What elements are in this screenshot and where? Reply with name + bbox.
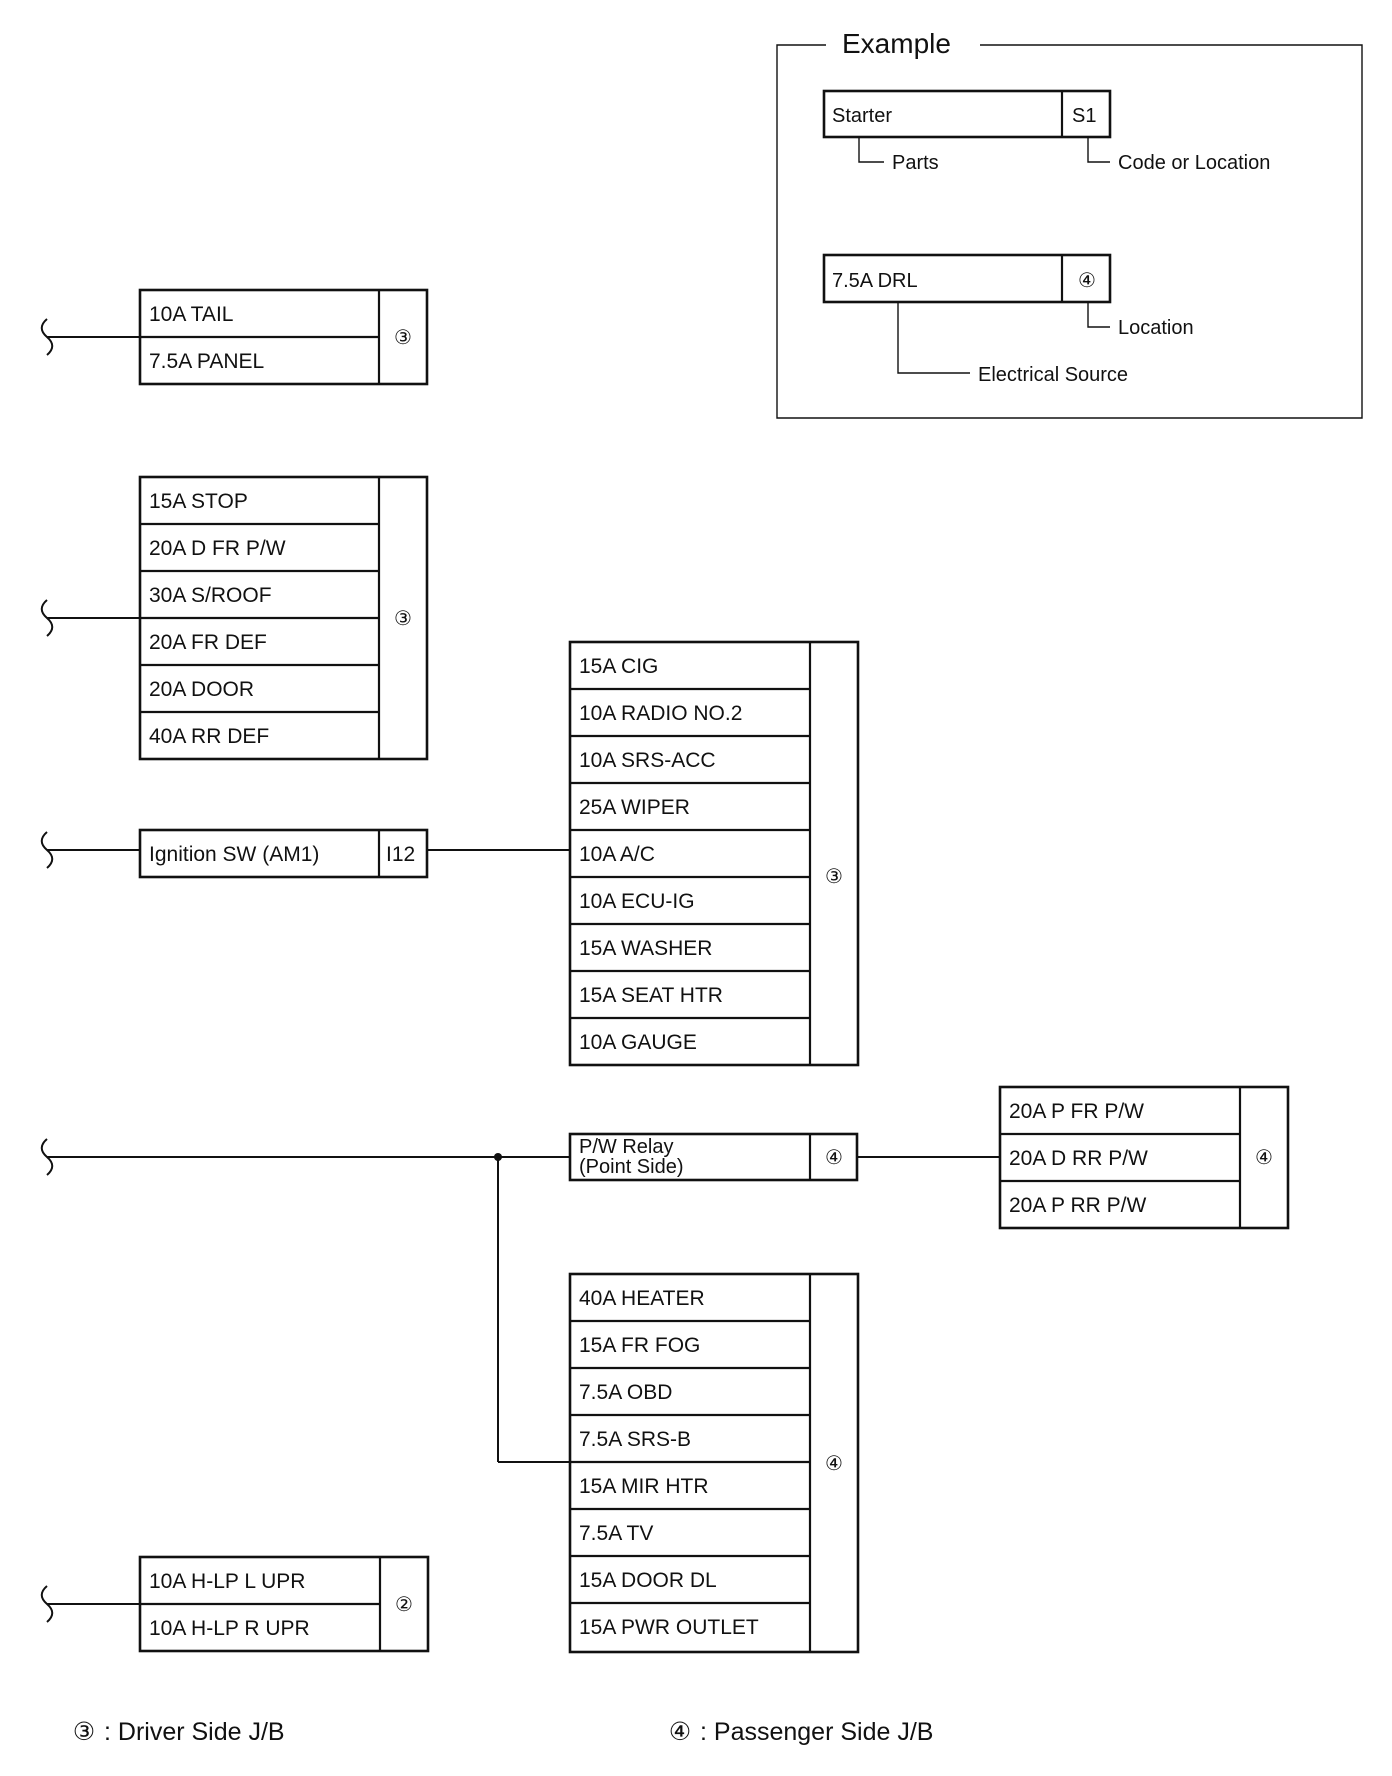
fuse-label: 10A ECU-IG [579,890,695,913]
example-source-caption: Electrical Source [978,364,1128,386]
fuse-label: 10A A/C [579,843,655,866]
fuse-label: 7.5A PANEL [149,350,264,373]
fuse-label: 15A STOP [149,490,248,513]
legend: ③ : Driver Side J/B ④ : Passenger Side J… [73,1718,934,1746]
fuse-group-pw: 20A P FR P/W 20A D RR P/W 20A P RR P/W ④ [998,1085,1290,1230]
location-badge: ③ [825,866,843,888]
fuse-label: 15A MIR HTR [579,1475,709,1498]
fuse-label: 20A P FR P/W [1009,1100,1144,1123]
example-box: Example Starter S1 Parts Code or Locatio… [776,28,1363,419]
fuse-label: 20A FR DEF [149,631,267,654]
fuse-label: 20A DOOR [149,678,254,701]
example-part-code: S1 [1072,105,1096,127]
example-part-label: Starter [832,105,892,127]
ignition-code: I12 [386,843,415,866]
location-badge: ③ [394,608,412,630]
fuse-label: 15A PWR OUTLET [579,1616,759,1639]
fuse-label: 15A DOOR DL [579,1569,717,1592]
fuse-label: 7.5A OBD [579,1381,672,1404]
location-badge: ② [395,1594,413,1616]
wires [40,318,1000,1623]
junction-dot [494,1153,502,1161]
legend-passenger-symbol: ④ [669,1718,691,1746]
location-badge: ④ [825,1453,843,1475]
fuse-label: 10A TAIL [149,303,233,326]
relay-label-line1: P/W Relay [579,1136,673,1158]
fuse-label: 7.5A TV [579,1522,653,1545]
fuse-label: 10A SRS-ACC [579,749,716,772]
fuse-label: 10A RADIO NO.2 [579,702,742,725]
fuse-label: 15A SEAT HTR [579,984,723,1007]
example-title: Example [842,28,951,59]
fuse-label: 20A D RR P/W [1009,1147,1148,1170]
fuse-label: 40A RR DEF [149,725,269,748]
fuse-label: 10A H-LP R UPR [149,1617,310,1640]
example-source-label: 7.5A DRL [832,270,918,292]
fuse-group-stop: 15A STOP 20A D FR P/W 30A S/ROOF 20A FR … [138,475,429,761]
location-badge: ③ [394,327,412,349]
fuse-label: 25A WIPER [579,796,690,819]
fuse-label: 7.5A SRS-B [579,1428,691,1451]
fuse-label: 10A GAUGE [579,1031,697,1054]
fuse-label: 20A D FR P/W [149,537,286,560]
example-parts-caption: Parts [892,152,939,174]
fuse-label: 15A FR FOG [579,1334,700,1357]
fuse-label: 10A H-LP L UPR [149,1570,305,1593]
fuse-group-hlp: 10A H-LP L UPR 10A H-LP R UPR ② [138,1555,430,1653]
fuse-group-tail: 10A TAIL 7.5A PANEL ③ [138,288,429,386]
fuse-label: 15A CIG [579,655,658,678]
example-location-caption: Location [1118,317,1194,339]
legend-driver-text: : Driver Side J/B [104,1718,285,1746]
fuse-group-heater: 40A HEATER 15A FR FOG 7.5A OBD 7.5A SRS-… [568,1272,860,1654]
example-code-caption: Code or Location [1118,152,1270,174]
fuse-label: 30A S/ROOF [149,584,272,607]
relay-label-line2: (Point Side) [579,1156,684,1178]
location-badge: ④ [825,1147,843,1169]
legend-driver-symbol: ③ [73,1718,95,1746]
fuse-group-ig: 15A CIG 10A RADIO NO.2 10A SRS-ACC 25A W… [568,640,860,1067]
legend-passenger-text: : Passenger Side J/B [700,1718,933,1746]
example-source-location: ④ [1078,270,1096,292]
fuse-label: 20A P RR P/W [1009,1194,1147,1217]
location-badge: ④ [1255,1147,1273,1169]
fuse-label: 15A WASHER [579,937,712,960]
ignition-switch-box: Ignition SW (AM1) I12 [138,828,429,879]
ignition-label: Ignition SW (AM1) [149,843,319,866]
pw-relay-box: P/W Relay (Point Side) ④ [568,1132,859,1182]
fuse-label: 40A HEATER [579,1287,705,1310]
